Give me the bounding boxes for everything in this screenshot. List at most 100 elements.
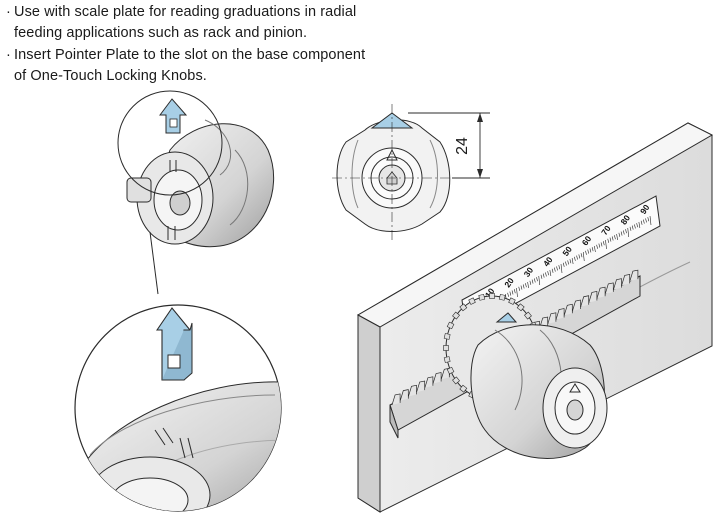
note-line: of One-Touch Locking Knobs. [14,68,207,84]
scale-tick [571,257,574,265]
scale-tick [551,268,554,273]
pointer-plate-large [155,307,193,381]
scale-tick [542,273,545,278]
scale-tick [605,239,607,250]
rack-tooth [555,308,565,320]
detail-callout-circle [117,90,223,196]
scale-tick [616,233,618,241]
detail-enlarged-view [74,304,282,512]
scale-tick [620,231,623,236]
center-lines [332,104,455,242]
rack-tooth [416,380,426,393]
scale-tick [611,236,614,241]
scale-tick [516,287,518,298]
scale-tick [513,289,516,294]
scale-tick [607,238,610,243]
note-line: Use with scale plate for reading graduat… [14,4,357,20]
scale-tick [640,220,643,225]
scale-tick [645,218,647,223]
rack-tooth [408,384,417,397]
scale-tick [631,225,634,230]
scale-tick [589,248,592,253]
knob-assembly [470,312,608,459]
scale-tick [547,271,549,276]
feature-notes: · Use with scale plate for reading gradu… [6,2,386,88]
scale-tick [574,256,576,261]
gear-tooth [498,293,506,301]
scale-tick [636,223,638,228]
scale-tick [585,250,587,255]
knob-front-view [336,112,451,232]
gear-tooth [452,376,460,385]
note-item: · Insert Pointer Plate to the slot on th… [6,45,386,87]
scale-tick [569,259,572,264]
gear-tooth [459,384,468,393]
knob-perspective-small [126,119,275,248]
scale-tick [649,215,652,226]
gear-tooth [446,366,455,375]
gear-tooth [459,303,468,312]
leader-line [149,231,159,295]
rack-tooth [563,303,573,316]
scale-tick [531,279,534,284]
rack-tooth [604,282,614,295]
scale-tick [549,269,552,277]
scale-tick [582,251,585,262]
scale-tick [625,229,627,234]
scale-tick [594,245,596,253]
scale-tick [647,217,650,222]
scale-tick [614,235,616,240]
scale-tick [609,237,612,242]
scale-tick [643,219,645,224]
scale-tick [540,274,543,279]
scale-tick [529,280,532,285]
gear-tooth [468,297,476,305]
scale-tick [556,266,558,271]
rack-tooth [432,372,442,384]
scale-tick [602,241,605,246]
scale-tick [580,253,583,258]
rack-tooth [596,286,606,299]
scale-tick [565,261,567,266]
note-line: Insert Pointer Plate to the slot on the … [14,47,366,63]
rack-tooth [424,376,434,389]
rack-tooth [629,269,639,282]
scale-tick [507,292,509,297]
scale-tick [587,249,589,254]
gear-tooth [524,311,532,320]
rack-tooth [399,389,409,401]
gear-tooth [508,297,516,305]
scale-tick [600,242,603,247]
scale-tick [567,260,569,265]
gear-tooth [443,356,451,363]
scale-tick [623,230,625,235]
pointer-plate-small [159,98,188,134]
scale-tick [576,255,578,260]
scale-tick [518,286,521,291]
rack-tooth [621,273,631,286]
scale-tick [629,226,632,231]
rack-tooth [547,312,557,325]
scale-tick [560,263,563,274]
rack-tooth [588,291,598,303]
dimension-label: 24 [454,137,471,155]
scale-tick [558,265,561,270]
bullet: · [6,47,11,63]
scale-tick [536,277,538,282]
note-line: feeding applications such as rack and pi… [14,25,308,41]
scale-tick [591,247,594,252]
scale-tick [522,284,525,289]
scale-tick [627,227,630,238]
gear-tooth [446,321,455,330]
scale-tick [638,221,641,229]
scale-tick [538,275,541,286]
scale-tick [596,244,598,249]
scale-tick [598,243,601,248]
scale-tick [578,254,581,259]
gear-tooth [478,293,486,301]
gear-tooth [489,293,495,299]
